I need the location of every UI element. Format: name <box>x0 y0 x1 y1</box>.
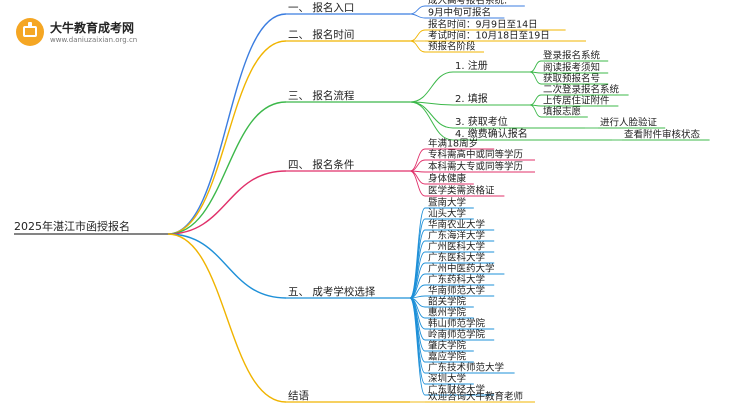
leaf-connector <box>529 104 542 118</box>
branch-connector <box>167 233 287 403</box>
leaf-topic: 获取预报名号 <box>543 73 600 85</box>
leaf-topic: 广东医科大学 <box>428 252 485 264</box>
leaf-topic: 阅读报考须知 <box>543 62 600 74</box>
branch-topic: 一、 报名入口 <box>288 1 354 14</box>
leaf-topic: 深圳大学 <box>428 373 466 385</box>
leaf-topic: 填报志愿 <box>543 106 581 118</box>
leaf-topic: 考试时间：10月18日至19日 <box>428 30 550 42</box>
sub-connector <box>409 101 454 141</box>
leaf-topic: 二次登录报名系统 <box>543 84 620 96</box>
leaf-topic: 广东技术师范大学 <box>428 362 504 374</box>
leaf-topic: 广东海洋大学 <box>428 230 485 242</box>
sub-topic: 4. 缴费确认报名 <box>455 127 528 140</box>
branch-connector <box>167 40 287 235</box>
leaf-topic: 专科需高中或同等学历 <box>428 149 523 161</box>
leaf-topic: 韩山师范学院 <box>428 318 486 330</box>
leaf-topic: 韶关学院 <box>428 296 467 308</box>
branch-connector <box>167 101 287 235</box>
leaf-topic: 华南农业大学 <box>428 219 485 231</box>
sub-topic: 2. 填报 <box>455 92 488 105</box>
leaf-topic: 华南师范大学 <box>428 285 485 297</box>
leaf-topic: 成人高考报名系统: <box>428 0 507 7</box>
leaf-connector <box>409 40 426 53</box>
leaf-topic: 报名时间：9月9日至14日 <box>428 19 538 31</box>
leaf-topic: 暨南大学 <box>428 197 466 209</box>
leaf-topic: 登录报名系统 <box>543 50 601 62</box>
sub-connector <box>409 101 454 129</box>
sub-topic: 3. 获取考位 <box>455 115 508 128</box>
leaf-topic: 汕头大学 <box>428 208 466 220</box>
sub-topic: 1. 注册 <box>455 59 488 72</box>
leaf-topic: 年满18周岁 <box>428 138 478 150</box>
leaf-topic: 欢迎咨询大牛教育老师 <box>428 391 523 403</box>
leaf-connector <box>409 159 426 172</box>
branch-topic: 结语 <box>288 389 309 402</box>
site-logo: 大牛教育成考网 www.daniuzaixian.org.cn <box>12 12 162 52</box>
leaf-topic: 惠州学院 <box>428 307 467 319</box>
book-logo-icon <box>16 18 44 46</box>
leaf-connector <box>409 13 426 19</box>
leaf-topic: 广东药科大学 <box>428 274 485 286</box>
leaf-connector <box>409 170 426 197</box>
leaf-connector <box>409 29 426 42</box>
branch-connector <box>167 233 287 299</box>
leaf-topic: 广东财经大学 <box>428 384 485 396</box>
leaf-connector <box>529 60 542 73</box>
root-topic: 2025年湛江市函授报名 <box>14 219 130 233</box>
sub-connector <box>409 71 454 103</box>
branch-connector <box>167 170 287 235</box>
branch-topic: 三、 报名流程 <box>288 89 355 102</box>
leaf-topic: 广州医科大学 <box>428 241 485 253</box>
branch-topic: 二、 报名时间 <box>288 28 354 41</box>
leaf-topic: 身体健康 <box>428 173 467 185</box>
branch-topic: 五、 成考学校选择 <box>288 285 376 298</box>
leaf-connector <box>409 148 426 172</box>
leaf-topic: 嘉应学院 <box>428 351 467 363</box>
leaf-topic: 医学类需资格证 <box>428 185 495 197</box>
leaf-topic: 预报名阶段 <box>428 41 476 53</box>
leaf-topic: 进行人脸验证 <box>600 117 658 129</box>
leaf-topic: 肇庆学院 <box>428 340 467 352</box>
leaf-topic: 9月中旬可报名 <box>428 7 491 19</box>
branch-connector <box>167 13 287 235</box>
leaf-connector <box>409 5 426 15</box>
leaf-connector <box>529 94 542 106</box>
logo-url: www.daniuzaixian.org.cn <box>50 36 138 44</box>
leaf-connector <box>529 71 542 85</box>
branch-topic: 四、 报名条件 <box>288 158 354 171</box>
leaf-connector <box>409 297 426 396</box>
leaf-topic: 上传居住证附件 <box>543 95 610 107</box>
leaf-topic: 岭南师范学院 <box>428 329 486 341</box>
logo-title: 大牛教育成考网 <box>50 21 135 35</box>
leaf-topic: 本科需大专或同等学历 <box>428 161 523 173</box>
leaf-topic: 广州中医药大学 <box>428 263 495 275</box>
leaf-topic: 查看附件审核状态 <box>624 129 701 141</box>
